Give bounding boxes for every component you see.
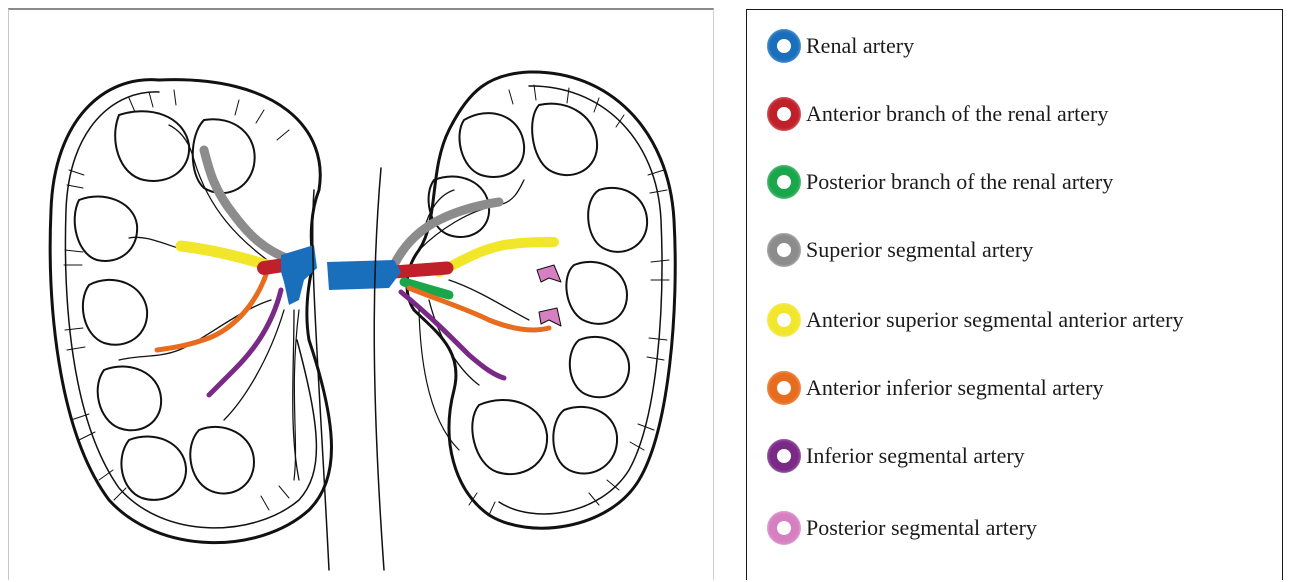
legend-item-superior-segmental: Superior segmental artery — [767, 230, 1033, 270]
legend-item-anterior-branch: Anterior branch of the renal artery — [767, 94, 1108, 134]
legend-swatch-icon — [767, 97, 801, 131]
right-anterior-branch — [394, 268, 447, 272]
left-lobe-7 — [190, 427, 254, 494]
right-lobe-5 — [566, 262, 627, 324]
kidney-diagram — [9, 10, 715, 582]
legend-label: Anterior inferior segmental artery — [806, 375, 1103, 401]
left-lobe-6 — [121, 436, 186, 499]
left-lobe-5 — [98, 366, 161, 430]
legend-item-anterior-inferior-segmental: Anterior inferior segmental artery — [767, 368, 1103, 408]
legend-label: Inferior segmental artery — [806, 443, 1025, 469]
right-renal-artery — [327, 260, 401, 290]
right-lobe-2 — [532, 104, 597, 175]
legend-label: Anterior branch of the renal artery — [806, 101, 1108, 127]
legend-item-renal-artery: Renal artery — [767, 26, 914, 66]
legend-swatch-icon — [767, 165, 801, 199]
legend-item-anterior-superior-segmental: Anterior superior segmental anterior art… — [767, 300, 1184, 340]
legend-label: Anterior superior segmental anterior art… — [806, 307, 1184, 333]
left-inferior-segmental-artery — [209, 290, 281, 395]
right-ureter — [374, 168, 384, 570]
legend-swatch-icon — [767, 371, 801, 405]
right-lobe-4 — [588, 188, 647, 252]
legend-swatch-icon — [767, 233, 801, 267]
legend-item-posterior-segmental: Posterior segmental artery — [767, 508, 1037, 548]
legend-item-inferior-segmental: Inferior segmental artery — [767, 436, 1025, 476]
right-lobe-6 — [570, 337, 629, 397]
right-kidney — [327, 72, 675, 570]
legend-swatch-icon — [767, 439, 801, 473]
legend-swatch-icon — [767, 511, 801, 545]
legend-swatch-icon — [767, 29, 801, 63]
right-posterior-segmental-artery-upper — [537, 265, 561, 282]
right-anterior-superior-segmental-artery — [439, 242, 554, 272]
left-lobe-1 — [115, 111, 189, 181]
left-lobe-4 — [83, 280, 147, 345]
left-kidney — [50, 80, 331, 570]
kidney-illustration-panel — [8, 8, 714, 580]
legend-label: Posterior segmental artery — [806, 515, 1037, 541]
right-lobe-8 — [553, 407, 617, 474]
left-ureter-2 — [294, 310, 299, 480]
right-posterior-segmental-artery-lower — [539, 308, 561, 326]
right-lobe-7 — [472, 400, 547, 474]
legend-label: Posterior branch of the renal artery — [806, 169, 1113, 195]
legend-label: Superior segmental artery — [806, 237, 1033, 263]
left-anterior-inferior-segmental-artery — [157, 272, 267, 350]
legend-label: Renal artery — [806, 33, 914, 59]
legend-item-posterior-branch: Posterior branch of the renal artery — [767, 162, 1113, 202]
right-lobe-1 — [459, 113, 524, 177]
legend-swatch-icon — [767, 303, 801, 337]
left-lobe-3 — [75, 196, 137, 261]
legend-panel: Renal artery Anterior branch of the rena… — [746, 9, 1283, 580]
